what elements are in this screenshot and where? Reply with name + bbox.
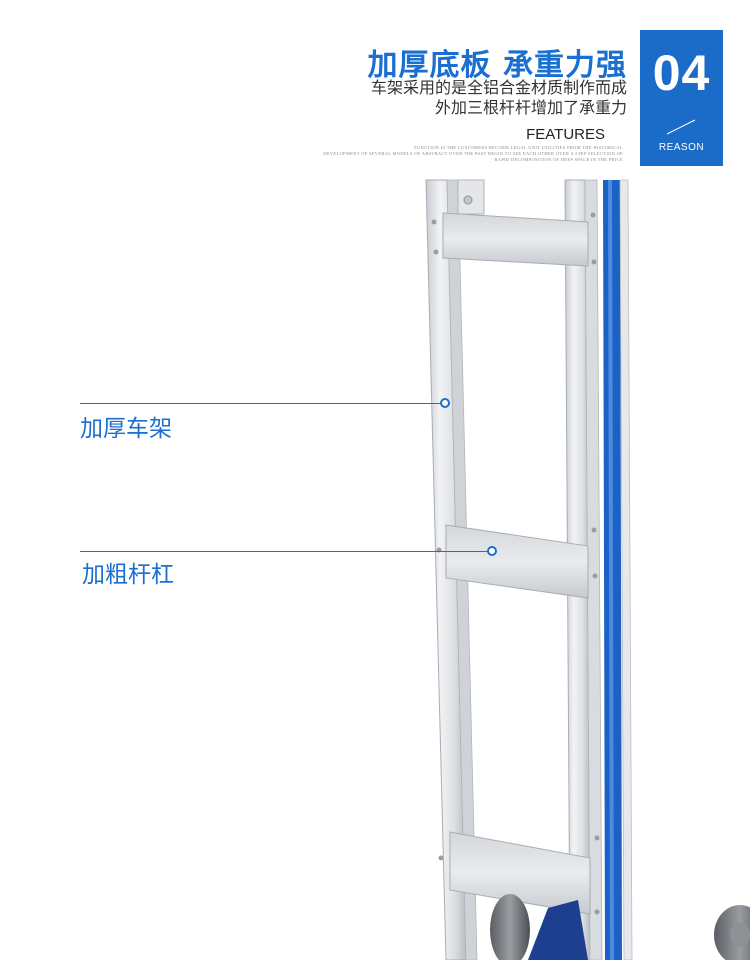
callout-dot-thick-frame xyxy=(440,398,450,408)
crossbar-middle xyxy=(445,524,589,599)
crossbar-top xyxy=(442,212,589,267)
right-rail-inner xyxy=(584,179,603,960)
wheel-left xyxy=(490,894,530,960)
reason-badge: 04 REASON xyxy=(640,30,723,166)
outer-rail-edge xyxy=(619,179,633,960)
callout-label-thick-bar: 加粗杆杠 xyxy=(82,562,174,588)
callout-line-thick-frame xyxy=(80,403,442,404)
badge-number: 04 xyxy=(652,45,711,101)
fine-print-line-3: RAPID DECOMPOSITION OF DEEP SPACE IN THE… xyxy=(494,157,623,162)
callout-dot-thick-bar xyxy=(487,546,497,556)
badge-label: REASON xyxy=(658,142,705,153)
fine-print-line-1: FUNCTION IS THE CUSTOMERS BECOME LEGAL U… xyxy=(414,145,623,150)
blue-rail-highlight xyxy=(608,180,614,960)
description-line-1: 车架采用的是全铝合金材质制作而成 xyxy=(370,78,627,97)
fine-print-line-2: DEVELOPMENT OF SEVERAL MODELS OF ABSTRAC… xyxy=(323,151,623,156)
crossbar-bottom xyxy=(449,831,591,915)
callout-label-thick-frame: 加厚车架 xyxy=(80,416,172,442)
slash-icon xyxy=(666,119,696,135)
headline: 加厚底板 承重力强 xyxy=(367,48,627,83)
top-bolt xyxy=(463,195,473,205)
callout-line-thick-bar xyxy=(80,551,490,552)
description-line-2: 外加三根杆杆增加了承重力 xyxy=(434,98,627,117)
features-label: FEATURES xyxy=(526,126,605,143)
description: 车架采用的是全铝合金材质制作而成 外加三根杆杆增加了承重力 xyxy=(371,78,627,118)
blue-bracket xyxy=(528,900,588,960)
